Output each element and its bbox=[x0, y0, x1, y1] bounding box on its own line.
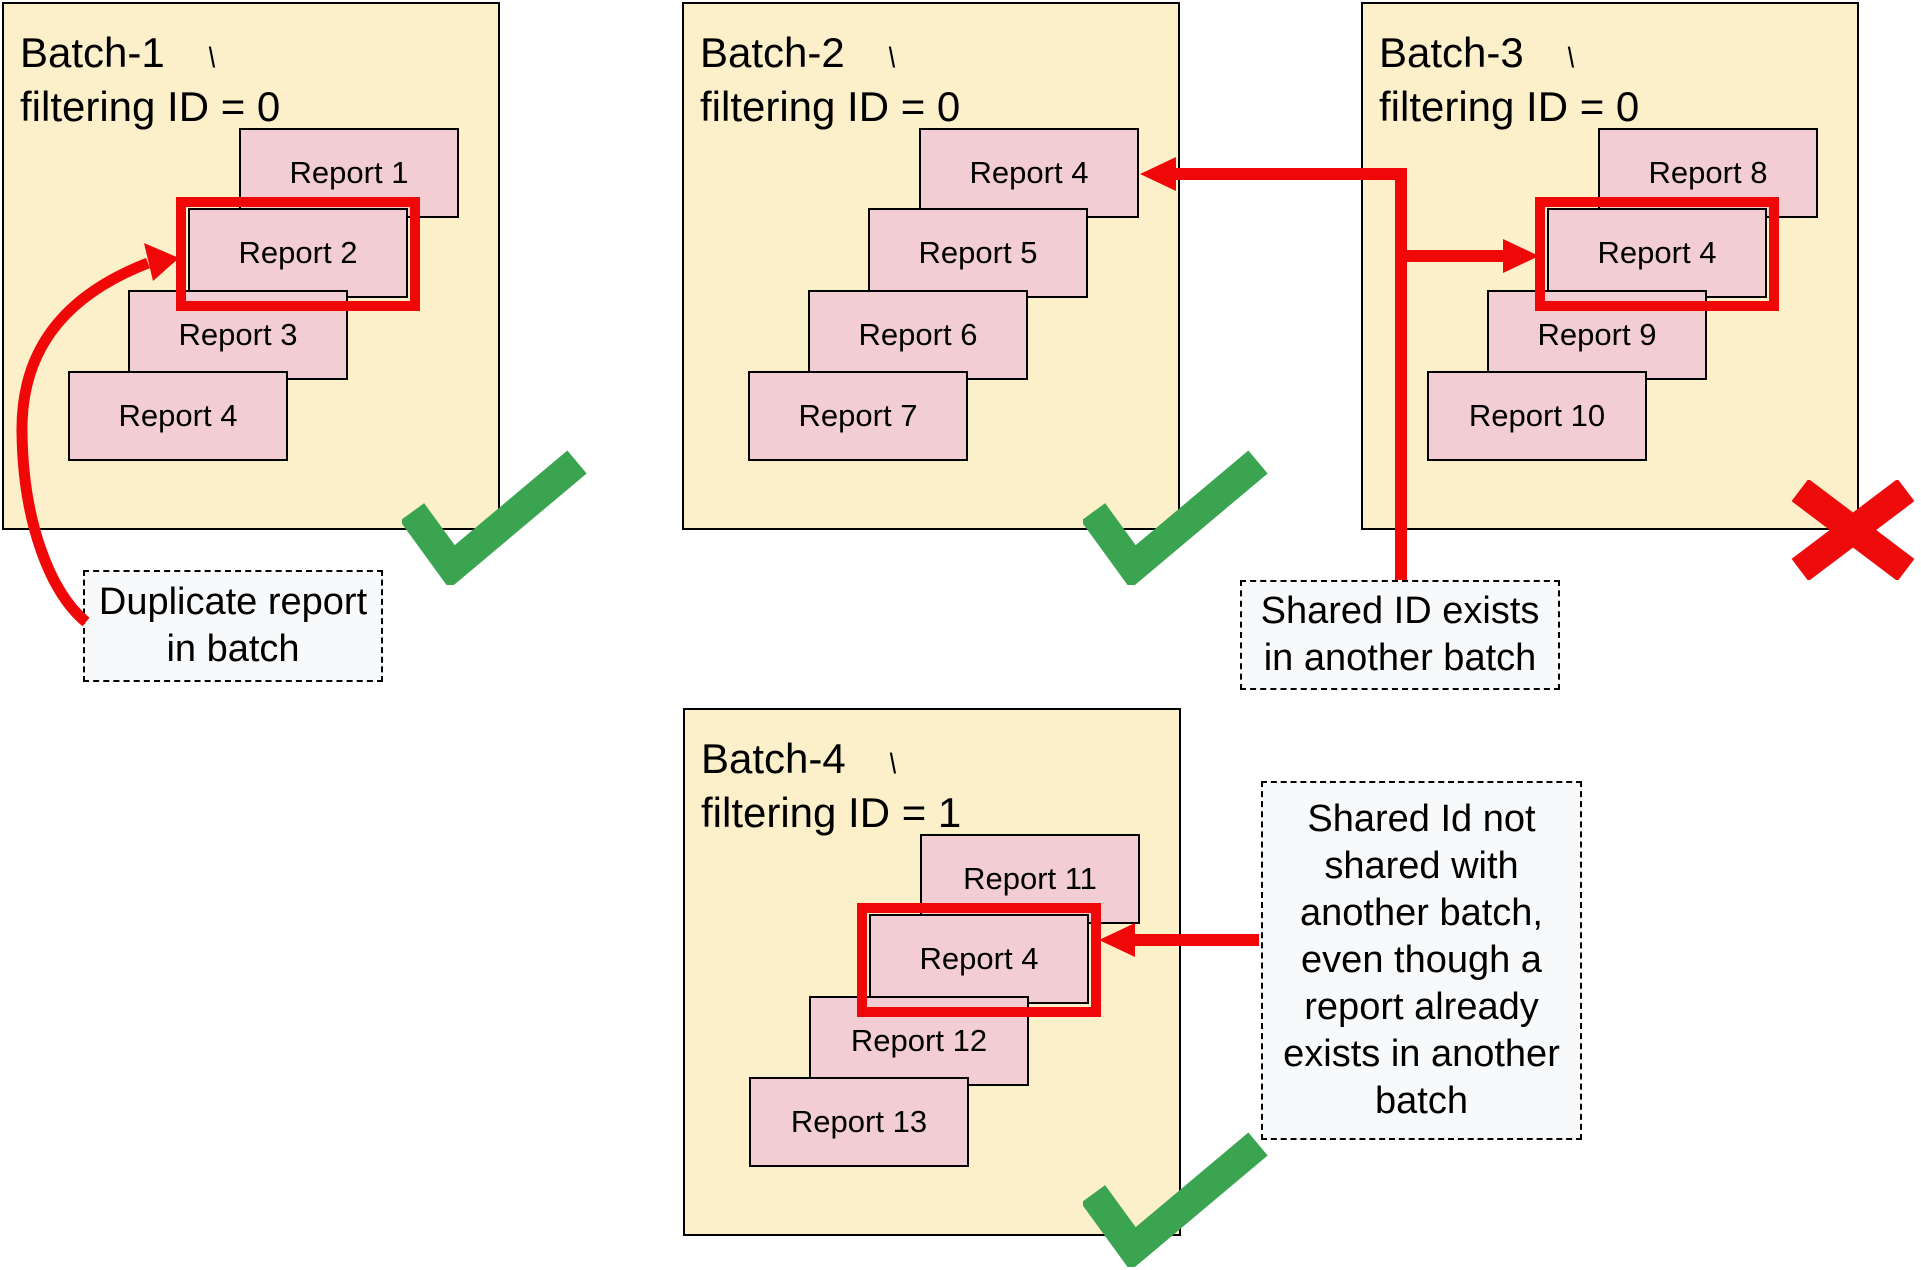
batch-name: Batch-3 bbox=[1379, 29, 1524, 76]
batch-title: Batch-1 filtering ID = 0 bbox=[20, 26, 280, 134]
duplicate-report-note: Duplicate report in batch bbox=[83, 570, 383, 682]
note-line: in batch bbox=[166, 628, 300, 670]
note-line: in another batch bbox=[1263, 637, 1537, 679]
report-card: Report 2 bbox=[188, 208, 408, 298]
note-line: Duplicate report bbox=[98, 581, 368, 623]
report-card: Report 6 bbox=[808, 290, 1028, 380]
report-card: Report 10 bbox=[1427, 371, 1647, 461]
highlight-box bbox=[857, 903, 1101, 1017]
note-line: Shared ID exists bbox=[1260, 590, 1540, 632]
not-shared-id-note: Shared Id not shared with another batch,… bbox=[1261, 781, 1582, 1140]
batch-1-status bbox=[399, 450, 592, 590]
batch-name: Batch-2 bbox=[700, 29, 845, 76]
highlight-box bbox=[176, 197, 420, 311]
batch-4-box: Batch-4 filtering ID = 1 \ Report 11 Rep… bbox=[683, 708, 1181, 1236]
note-line: Shared Id not bbox=[1307, 798, 1536, 840]
batch-title: Batch-2 filtering ID = 0 bbox=[700, 26, 960, 134]
batch-4-status bbox=[1080, 1132, 1273, 1270]
report-card: Report 4 bbox=[68, 371, 288, 461]
checkmark-icon bbox=[1080, 450, 1268, 589]
report-label: Report 4 bbox=[969, 155, 1089, 190]
stray-tick-mark: \ bbox=[206, 41, 217, 74]
report-label: Report 8 bbox=[1648, 155, 1768, 190]
report-label: Report 1 bbox=[289, 155, 409, 190]
report-label: Report 9 bbox=[1537, 317, 1657, 352]
batch-2-status bbox=[1080, 450, 1273, 590]
report-label: Report 12 bbox=[850, 1023, 988, 1058]
report-label: Report 7 bbox=[798, 398, 918, 433]
batch-filter-id: filtering ID = 0 bbox=[1379, 83, 1640, 130]
report-label: Report 5 bbox=[918, 235, 1038, 270]
batch-name: Batch-4 bbox=[701, 735, 846, 782]
note-line: even though a bbox=[1301, 939, 1542, 981]
shared-id-note: Shared ID exists in another batch bbox=[1240, 580, 1560, 690]
report-card: Report 5 bbox=[868, 208, 1088, 298]
report-label: Report 4 bbox=[1597, 235, 1717, 270]
report-label: Report 4 bbox=[919, 941, 1039, 976]
checkmark-icon bbox=[399, 450, 587, 589]
highlight-box bbox=[1535, 197, 1779, 311]
stray-tick-mark: \ bbox=[887, 747, 898, 780]
cross-icon bbox=[1791, 478, 1915, 582]
report-card: Report 13 bbox=[749, 1077, 969, 1167]
batch-3-box: Batch-3 filtering ID = 0 \ Report 8 Repo… bbox=[1361, 2, 1859, 530]
report-label: Report 11 bbox=[963, 861, 1097, 896]
report-card: Report 4 bbox=[919, 128, 1139, 218]
note-line: another batch, bbox=[1300, 892, 1543, 934]
stray-tick-mark: \ bbox=[1565, 41, 1576, 74]
report-label: Report 2 bbox=[238, 235, 358, 270]
stray-tick-mark: \ bbox=[886, 41, 897, 74]
checkmark-icon bbox=[1080, 1132, 1268, 1270]
report-label: Report 4 bbox=[118, 398, 238, 433]
report-label: Report 10 bbox=[1468, 398, 1606, 433]
report-card: Report 7 bbox=[748, 371, 968, 461]
batch-title: Batch-3 filtering ID = 0 bbox=[1379, 26, 1639, 134]
batch-filter-id: filtering ID = 0 bbox=[20, 83, 281, 130]
report-label: Report 13 bbox=[790, 1104, 928, 1139]
note-line: shared with bbox=[1324, 845, 1519, 887]
batch-3-status bbox=[1790, 478, 1916, 585]
batch-filter-id: filtering ID = 0 bbox=[700, 83, 961, 130]
batch-2-box: Batch-2 filtering ID = 0 \ Report 4 Repo… bbox=[682, 2, 1180, 530]
note-line: batch bbox=[1375, 1080, 1468, 1122]
batch-filter-id: filtering ID = 1 bbox=[701, 789, 962, 836]
report-label: Report 3 bbox=[178, 317, 298, 352]
note-line: report already bbox=[1304, 986, 1539, 1028]
note-line: exists in another bbox=[1283, 1033, 1560, 1075]
report-card: Report 4 bbox=[869, 914, 1089, 1004]
batch-title: Batch-4 filtering ID = 1 bbox=[701, 732, 961, 840]
report-label: Report 6 bbox=[858, 317, 978, 352]
batch-name: Batch-1 bbox=[20, 29, 165, 76]
